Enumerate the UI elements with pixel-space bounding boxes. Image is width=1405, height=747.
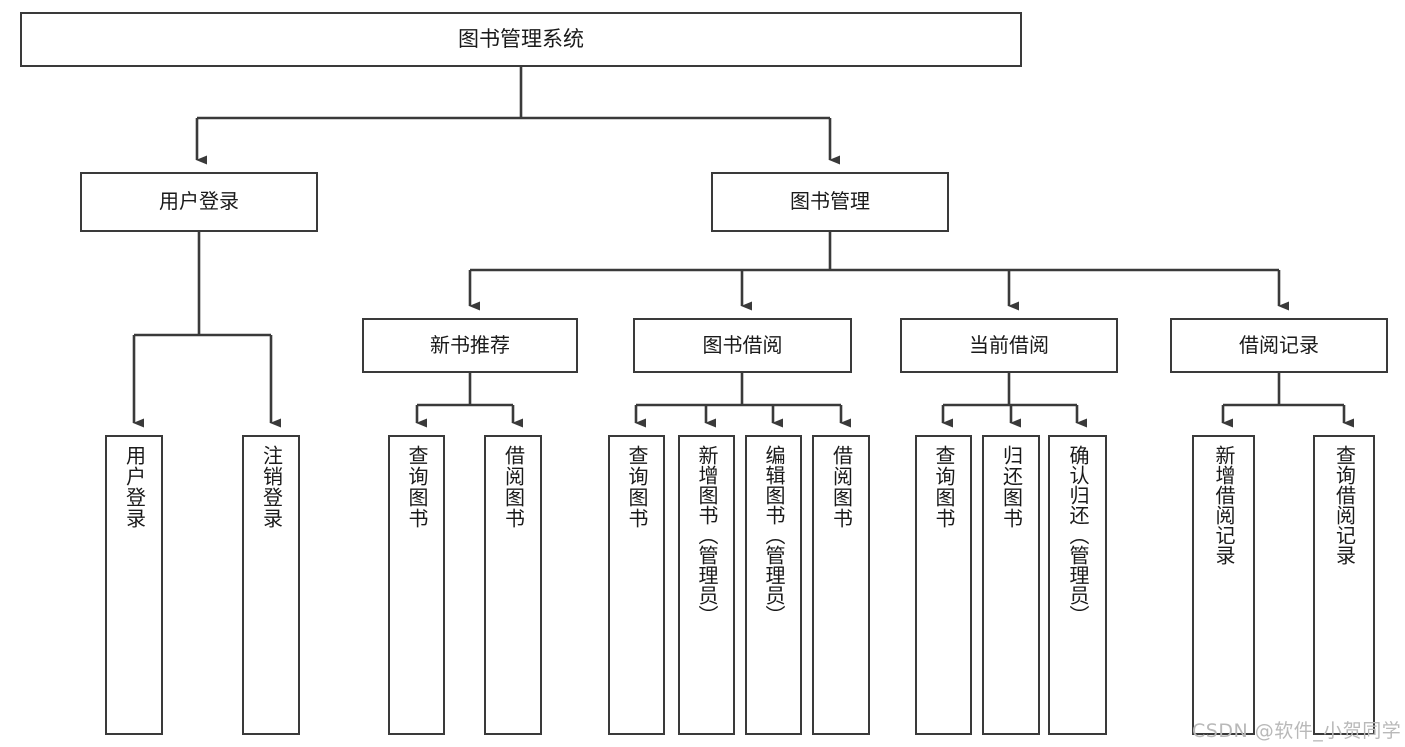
leaf-query-books-current-label: 查询图书 [932,445,956,529]
leaf-query-borrow-record[interactable]: 查询借阅记录 [1313,435,1375,735]
leaf-user-login-label: 用户登录 [122,445,147,529]
leaf-confirm-return-admin[interactable]: 确认归还（管理员） [1048,435,1107,735]
leaf-return-books[interactable]: 归还图书 [982,435,1040,735]
node-borrow-record[interactable]: 借阅记录 [1170,318,1388,373]
node-user-login-label: 用户登录 [159,189,239,214]
leaf-add-borrow-record[interactable]: 新增借阅记录 [1192,435,1255,735]
node-root-label: 图书管理系统 [458,27,584,52]
leaf-borrow-books[interactable]: 借阅图书 [812,435,870,735]
leaf-confirm-return-admin-label: 确认归还（管理员） [1066,445,1090,625]
leaf-add-book-admin[interactable]: 新增图书（管理员） [678,435,735,735]
node-user-login[interactable]: 用户登录 [80,172,318,232]
leaf-return-books-label: 归还图书 [999,445,1024,529]
node-root[interactable]: 图书管理系统 [20,12,1022,67]
leaf-edit-book-admin-label: 编辑图书（管理员） [762,445,786,625]
leaf-borrow-books-newbook[interactable]: 借阅图书 [484,435,542,735]
leaf-borrow-books-label: 借阅图书 [829,445,854,529]
node-book-management[interactable]: 图书管理 [711,172,949,232]
node-book-management-label: 图书管理 [790,189,870,214]
leaf-query-books-newbook[interactable]: 查询图书 [388,435,445,735]
watermark: CSDN @软件_小贺同学 [1192,720,1402,742]
leaf-query-books-current[interactable]: 查询图书 [915,435,972,735]
leaf-add-borrow-record-label: 新增借阅记录 [1212,445,1236,565]
leaf-logout-label: 注销登录 [259,445,284,529]
node-book-borrow[interactable]: 图书借阅 [633,318,852,373]
leaf-query-books-newbook-label: 查询图书 [405,445,429,529]
node-book-borrow-label: 图书借阅 [702,332,783,357]
leaf-logout[interactable]: 注销登录 [242,435,300,735]
node-current-borrow-label: 当前借阅 [969,332,1049,357]
node-current-borrow[interactable]: 当前借阅 [900,318,1118,373]
leaf-edit-book-admin[interactable]: 编辑图书（管理员） [745,435,802,735]
leaf-query-borrow-record-label: 查询借阅记录 [1332,445,1357,565]
leaf-borrow-books-newbook-label: 借阅图书 [501,445,526,529]
leaf-add-book-admin-label: 新增图书（管理员） [695,445,719,625]
node-new-book-recommend-label: 新书推荐 [430,332,510,357]
node-new-book-recommend[interactable]: 新书推荐 [362,318,578,373]
leaf-query-books-borrow[interactable]: 查询图书 [608,435,665,735]
leaf-user-login[interactable]: 用户登录 [105,435,163,735]
leaf-query-books-borrow-label: 查询图书 [625,445,649,529]
node-borrow-record-label: 借阅记录 [1239,332,1319,357]
